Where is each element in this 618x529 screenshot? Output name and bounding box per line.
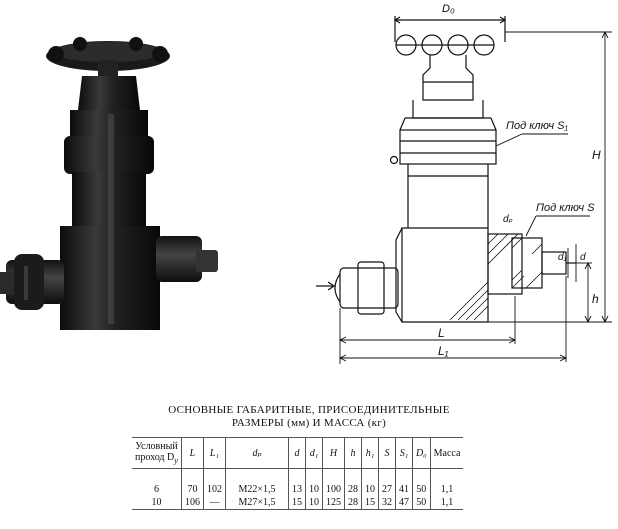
caption-line-1: ОСНОВНЫЕ ГАБАРИТНЫЕ, ПРИСОЕДИНИТЕЛЬНЫЕ bbox=[168, 404, 450, 416]
cell-H: 125 bbox=[321, 496, 345, 510]
cell-d: 15 bbox=[287, 496, 306, 510]
cell-S: 27 bbox=[377, 468, 396, 496]
col-dy: Условный проход Dу bbox=[132, 437, 182, 469]
cell-d1: 10 bbox=[304, 468, 323, 496]
label-dim-h: h bbox=[592, 292, 599, 306]
cell-h1: 15 bbox=[360, 496, 379, 510]
dimensions-table: Условный проход Dу L L₁ dₚ d d₁ H h h₁ S… bbox=[132, 437, 464, 510]
col-d1: d₁ bbox=[304, 437, 323, 469]
col-dp: dₚ bbox=[224, 437, 289, 469]
col-h: h bbox=[343, 437, 362, 469]
cell-dp: M27×1,5 bbox=[224, 496, 289, 510]
cell-h: 28 bbox=[343, 468, 362, 496]
col-h1: h₁ bbox=[360, 437, 379, 469]
cell-L: 106 bbox=[180, 496, 204, 510]
cell-L1: — bbox=[202, 496, 226, 510]
cell-H: 100 bbox=[321, 468, 345, 496]
table-row: 10 106 — M27×1,5 15 10 125 28 15 32 47 5… bbox=[132, 496, 464, 510]
cell-mass: 1,1 bbox=[429, 496, 464, 510]
col-D0: D₀ bbox=[411, 437, 431, 469]
label-dim-dp: dₚ bbox=[503, 214, 513, 225]
table-header-row: Условный проход Dу L L₁ dₚ d d₁ H h h₁ S… bbox=[132, 437, 464, 469]
caption-line-2: РАЗМЕРЫ (мм) И МАССА (кг) bbox=[231, 417, 387, 429]
cell-dy: 6 bbox=[153, 484, 159, 495]
col-H: H bbox=[321, 437, 345, 469]
cell-L1: 102 bbox=[202, 468, 226, 496]
cell-dy: 10 bbox=[151, 497, 162, 508]
cell-h: 28 bbox=[343, 496, 362, 510]
col-L: L bbox=[180, 437, 204, 469]
table-caption: ОСНОВНЫЕ ГАБАРИТНЫЕ, ПРИСОЕДИНИТЕЛЬНЫЕ Р… bbox=[120, 404, 498, 430]
valve-technical-drawing bbox=[316, 16, 612, 364]
cell-S1: 41 bbox=[394, 468, 413, 496]
cell-D0: 50 bbox=[411, 496, 431, 510]
label-d0-top: D₀ bbox=[442, 3, 455, 15]
col-dy-line2: проход D bbox=[135, 451, 175, 463]
cell-S: 32 bbox=[377, 496, 396, 510]
cell-d1: 10 bbox=[304, 496, 323, 510]
cell-S1: 47 bbox=[394, 496, 413, 510]
label-dim-d1: d₁ bbox=[558, 252, 567, 263]
label-wrench-s: Под ключ S bbox=[536, 202, 595, 214]
col-dy-line1: Условный bbox=[135, 440, 178, 452]
col-S: S bbox=[377, 437, 396, 469]
table-row: 6 70 102 M22×1,5 13 10 100 28 10 27 41 5… bbox=[132, 468, 464, 496]
label-dim-H: H bbox=[592, 148, 601, 162]
cell-D0: 50 bbox=[411, 468, 431, 496]
col-mass: Масса bbox=[429, 437, 464, 469]
valve-photo bbox=[0, 37, 218, 330]
col-L1: L₁ bbox=[202, 437, 226, 469]
label-dim-L: L bbox=[438, 326, 445, 340]
cell-dp: M22×1,5 bbox=[224, 468, 289, 496]
cell-L: 70 bbox=[180, 468, 204, 496]
col-dy-sub: у bbox=[174, 455, 178, 465]
label-wrench-s1: Под ключ S₁ bbox=[506, 120, 568, 132]
label-dim-L1: L₁ bbox=[438, 344, 449, 358]
label-dim-d: d bbox=[580, 252, 586, 263]
col-d: d bbox=[287, 437, 306, 469]
cell-mass: 1,1 bbox=[429, 468, 464, 496]
cell-d: 13 bbox=[287, 468, 306, 496]
col-S1: S₁ bbox=[394, 437, 413, 469]
cell-h1: 10 bbox=[360, 468, 379, 496]
